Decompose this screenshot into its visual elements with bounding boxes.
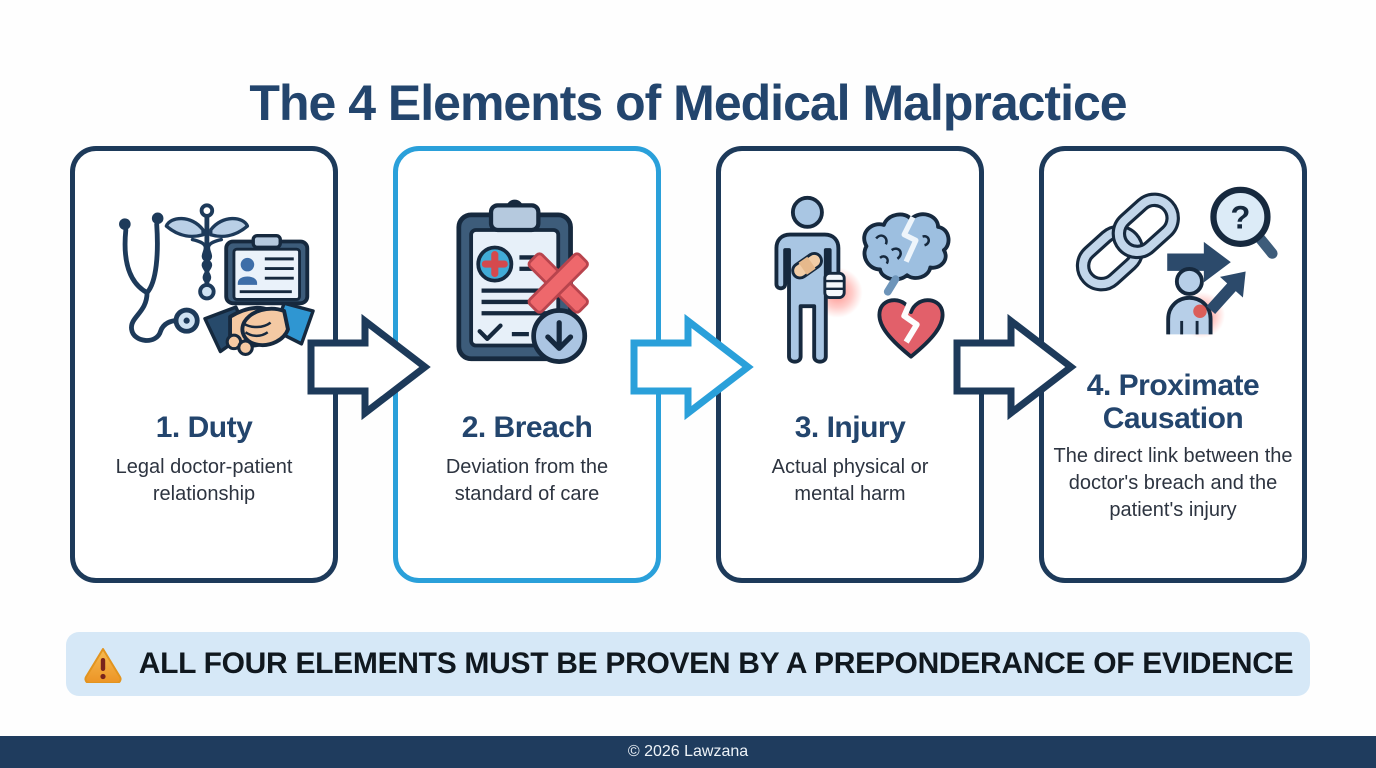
card-proximate-causation-heading: 4. Proximate Causation — [1086, 369, 1260, 435]
clipboard-error-icon — [398, 183, 656, 383]
injured-person-brain-broken-heart-icon — [721, 183, 979, 383]
warning-icon — [84, 647, 122, 683]
handshake-icon — [203, 301, 315, 356]
chain-magnifier-person-icon: ? — [1044, 177, 1302, 355]
right-arrow-icon — [1167, 241, 1231, 283]
stethoscope-icon — [119, 212, 200, 343]
footer-text: © 2026 Lawzana — [627, 743, 749, 760]
page-title: The 4 Elements of Medical Malpractice — [249, 74, 1127, 131]
card-proximate-causation-description: The direct link between the doctor's bre… — [1053, 445, 1293, 522]
card-injury-heading: 3. Injury — [794, 411, 906, 444]
banner-text: ALL FOUR ELEMENTS MUST BE PROVEN BY A PR… — [138, 647, 1294, 680]
svg-text:?: ? — [1230, 198, 1250, 235]
card-injury-description: Actual physical or mental harm — [771, 456, 929, 506]
injured-person-icon — [774, 195, 863, 364]
up-right-arrow-icon — [1206, 271, 1246, 315]
card-duty: 1. Duty Legal doctor-patient relationshi… — [70, 146, 338, 583]
chain-link-icon — [1075, 192, 1180, 292]
brain-icon — [862, 212, 951, 296]
magnifier-question-icon: ? — [1210, 186, 1278, 259]
flow-arrow-1-icon — [307, 313, 431, 421]
warning-banner: ALL FOUR ELEMENTS MUST BE PROVEN BY A PR… — [66, 632, 1310, 696]
flow-arrow-2-icon — [630, 313, 754, 421]
card-duty-heading: 1. Duty — [155, 411, 253, 444]
stethoscope-caduceus-handshake-icon — [75, 183, 333, 383]
card-breach-description: Deviation from the standard of care — [445, 456, 609, 506]
card-breach-heading: 2. Breach — [461, 411, 593, 444]
down-arrow-circle-icon — [531, 308, 588, 364]
broken-heart-icon — [877, 298, 945, 359]
card-duty-description: Legal doctor-patient relationship — [115, 456, 293, 506]
id-card-icon — [224, 234, 310, 306]
bandage-icon — [791, 251, 823, 280]
footer-bar: © 2026 Lawzana — [0, 736, 1376, 768]
flow-arrow-3-icon — [953, 313, 1077, 421]
caduceus-icon — [164, 203, 250, 301]
card-proximate-causation: ? 4. Proximate Causation The direct link… — [1039, 146, 1307, 583]
x-mark-icon — [527, 252, 589, 314]
